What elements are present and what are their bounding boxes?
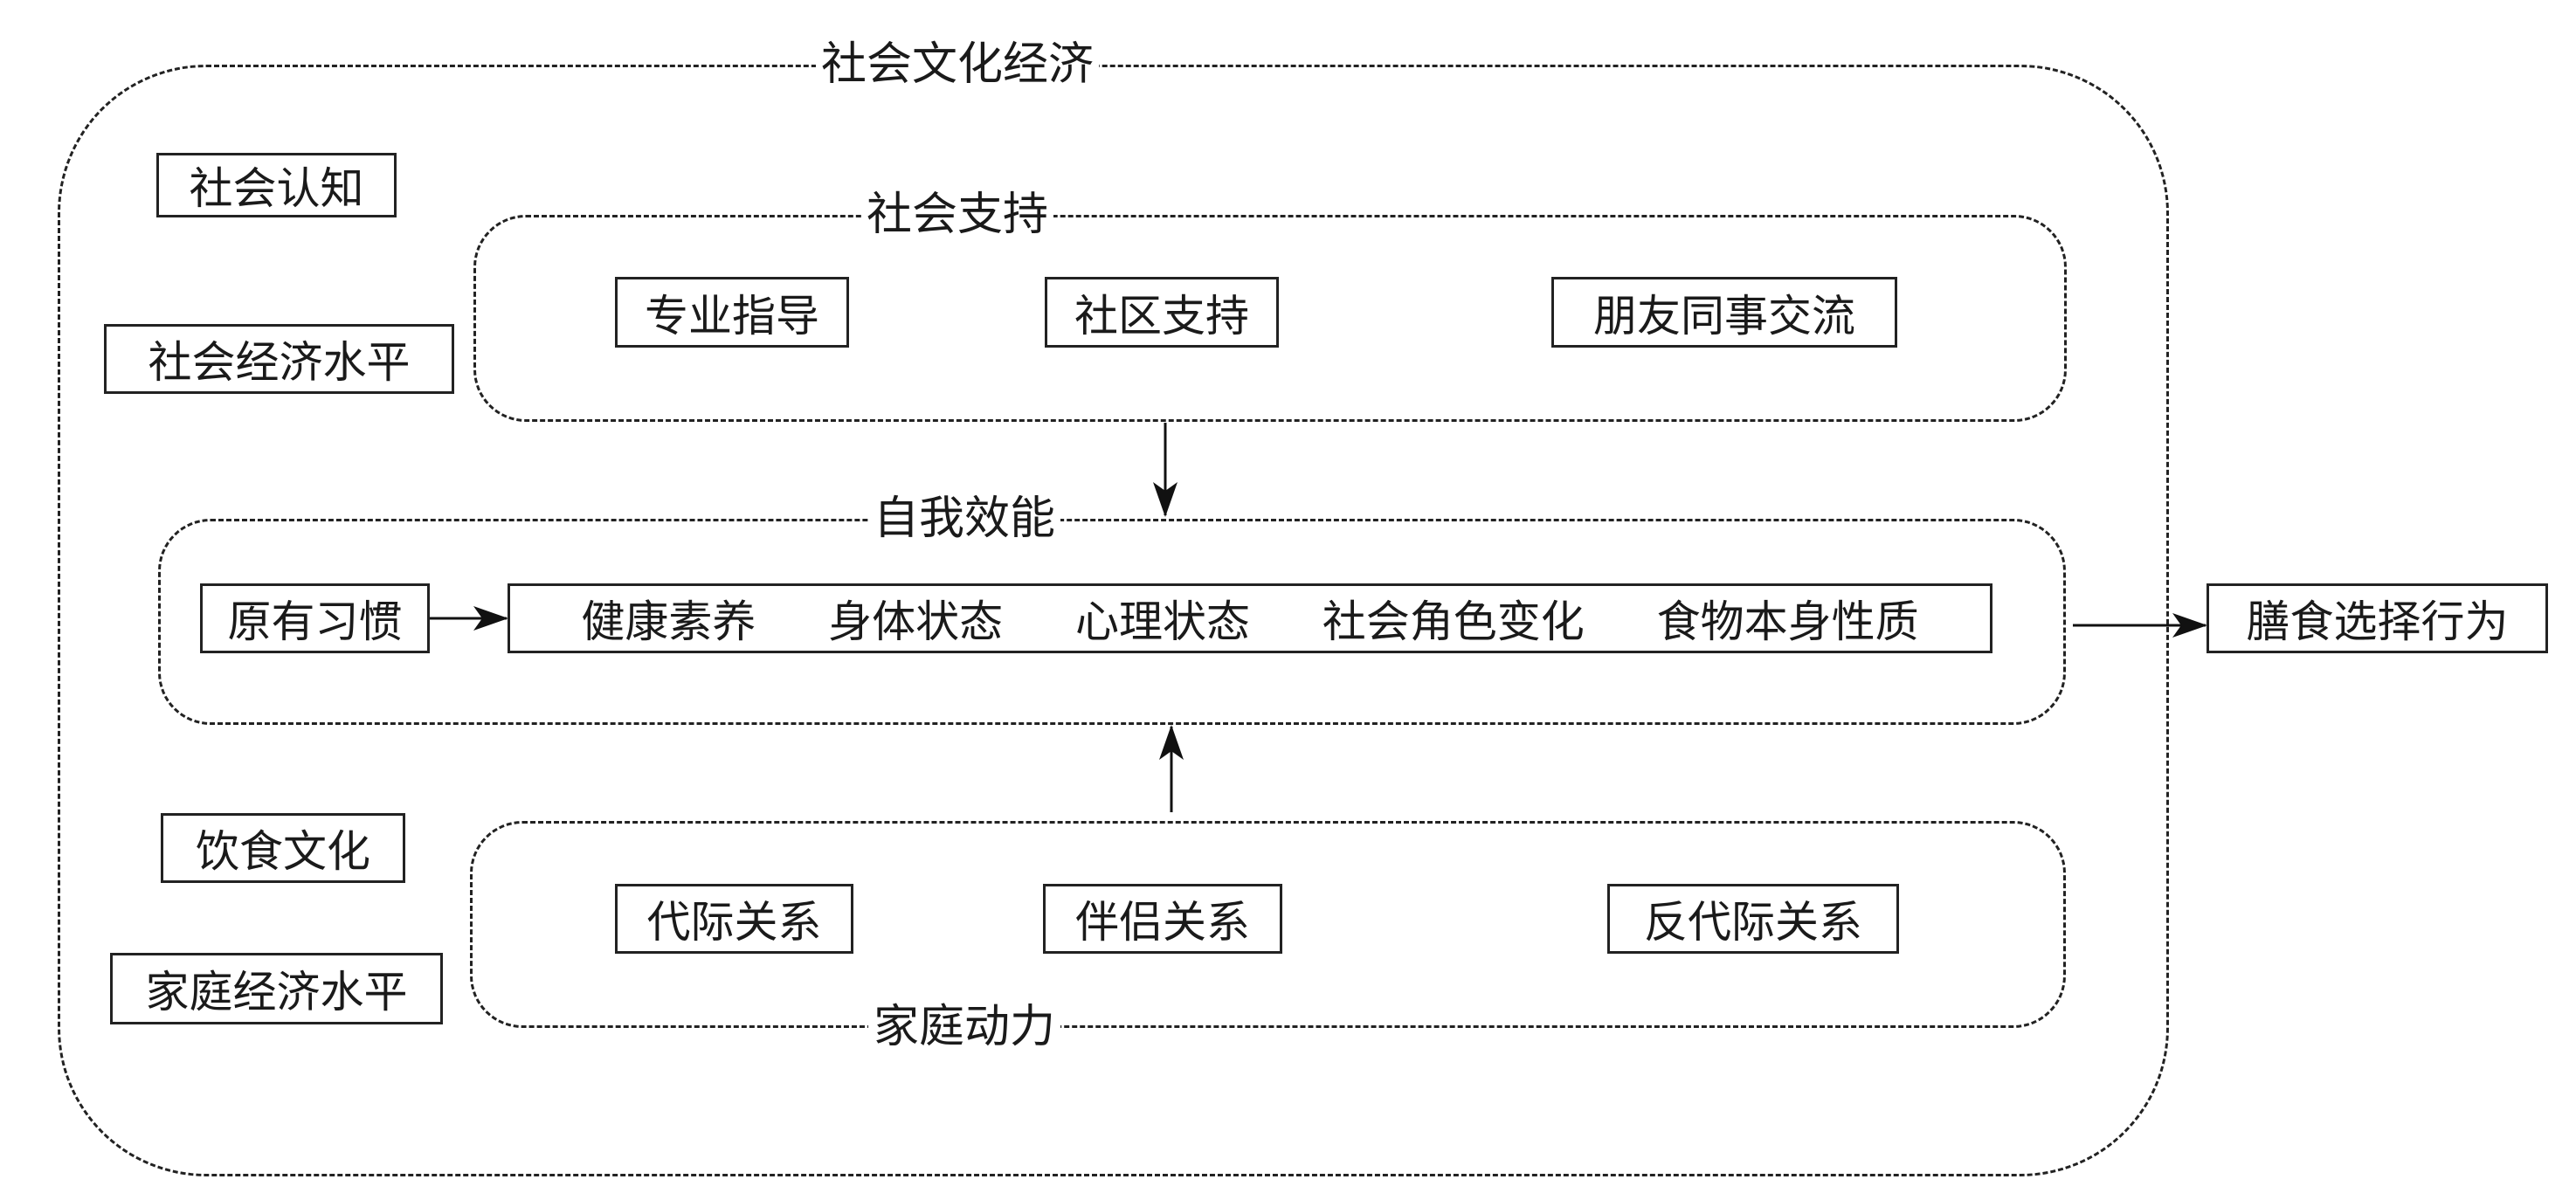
factor-social-role-change: 社会角色变化: [1322, 597, 1585, 647]
group-social-support-label: 社会支持: [860, 189, 1054, 241]
node-reverse-intergenerational-relations: 反代际关系: [1607, 884, 1899, 954]
group-self-efficacy-label: 自我效能: [867, 493, 1061, 545]
factor-food-properties: 食物本身性质: [1656, 597, 1919, 647]
outer-group-label: 社会文化经济: [815, 38, 1100, 91]
group-family-dynamics-label: 家庭动力: [867, 1001, 1061, 1053]
node-partner-relations: 伴侣关系: [1043, 884, 1282, 954]
node-community-support: 社区支持: [1045, 277, 1279, 348]
factor-physical-state: 身体状态: [828, 597, 1004, 647]
node-social-economic-level: 社会经济水平: [104, 324, 454, 394]
node-friends-colleagues: 朋友同事交流: [1551, 277, 1897, 348]
factor-mental-state: 心理状态: [1074, 597, 1250, 647]
node-dietary-culture: 饮食文化: [161, 813, 405, 883]
outer-group-sociocultural-economic: [58, 65, 2169, 1176]
group-social-support: [473, 215, 2067, 422]
node-professional-guidance: 专业指导: [615, 277, 849, 348]
node-social-cognition: 社会认知: [156, 153, 397, 217]
node-dietary-choice-behavior: 膳食选择行为: [2207, 583, 2548, 653]
group-self-efficacy: [158, 519, 2066, 725]
node-existing-habits: 原有习惯: [200, 583, 430, 653]
node-self-efficacy-factors: 健康素养 身体状态 心理状态 社会角色变化 食物本身性质: [508, 583, 1992, 653]
factor-health-literacy: 健康素养: [581, 597, 756, 647]
group-family-dynamics: [470, 821, 2066, 1028]
node-family-economic-level: 家庭经济水平: [110, 953, 443, 1024]
node-intergenerational-relations: 代际关系: [615, 884, 853, 954]
